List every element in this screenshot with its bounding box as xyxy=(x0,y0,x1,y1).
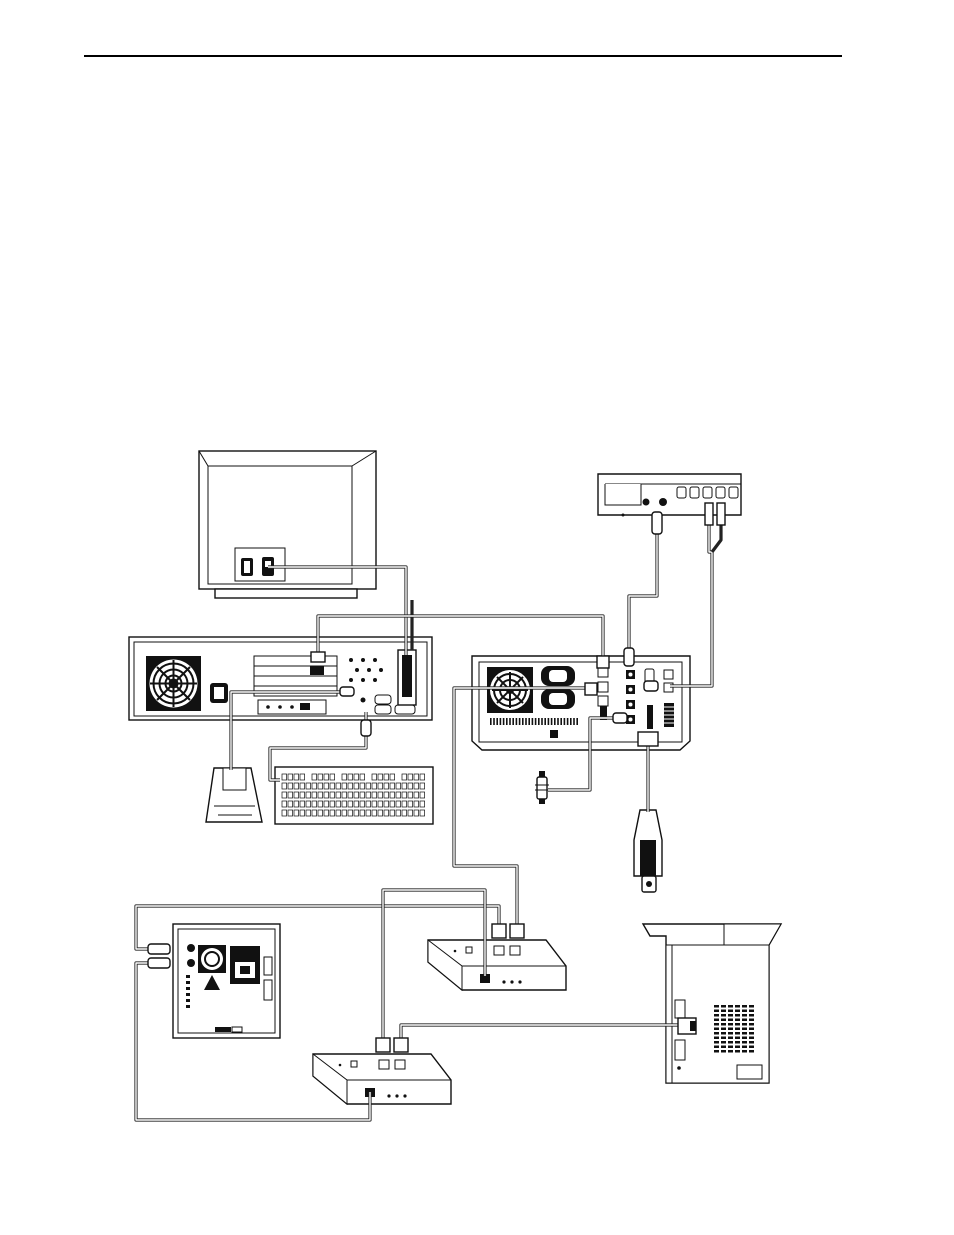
interface-box-icon xyxy=(313,1054,451,1104)
power-plug-icon xyxy=(535,771,549,804)
tower-computer-icon xyxy=(643,924,781,1083)
keyboard-icon xyxy=(275,767,433,824)
mouse-icon xyxy=(206,768,262,822)
connector-plug-icon xyxy=(634,810,662,892)
interface-box-icon xyxy=(428,940,566,990)
amplifier-icon xyxy=(173,924,280,1038)
desktop-computer-icon xyxy=(129,637,432,720)
crt-monitor-icon xyxy=(199,451,376,598)
